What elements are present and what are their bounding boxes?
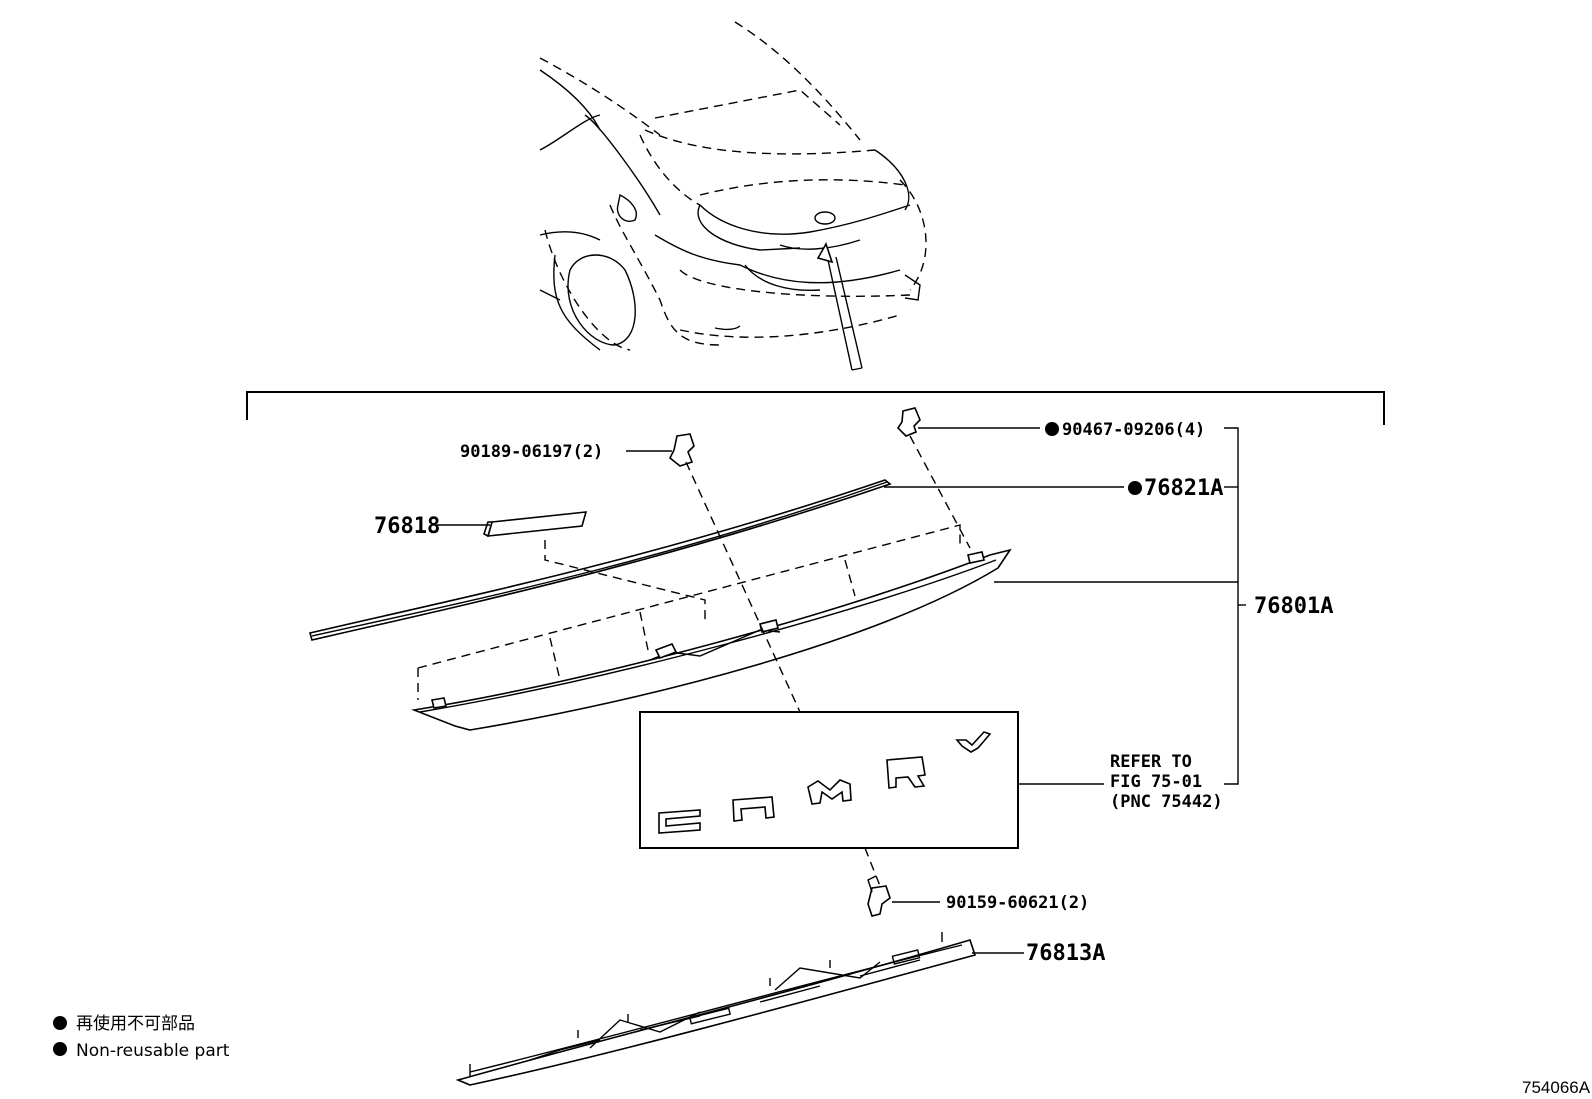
label-90467: 90467-09206(4) — [1062, 420, 1205, 440]
garnish-76801A — [410, 548, 1012, 731]
non-reusable-marker — [1045, 422, 1059, 436]
base-76813A — [455, 932, 977, 1086]
assembly-lines — [417, 435, 971, 887]
screw-90159 — [867, 875, 891, 917]
pad-76818 — [483, 511, 588, 538]
label-76813A: 76813A — [1026, 941, 1105, 966]
label-76801A: 76801A — [1254, 594, 1333, 619]
label-90159: 90159-60621(2) — [946, 893, 1089, 913]
emblem-box — [639, 711, 1019, 849]
legend-japanese: 再使用不可部品 — [76, 1013, 195, 1034]
label-76818: 76818 — [374, 514, 440, 539]
diagram-code: 754066A — [1522, 1078, 1591, 1097]
leader-lines — [436, 427, 1246, 954]
reference-line-3: (PNC 75442) — [1110, 792, 1223, 812]
legend-marker-jp — [53, 1016, 67, 1030]
assembly-bracket — [246, 391, 1385, 425]
label-76821A: 76821A — [1144, 476, 1223, 501]
label-90189: 90189-06197(2) — [460, 442, 603, 462]
legend-english: Non-reusable part — [76, 1041, 230, 1061]
legend-marker-en — [53, 1042, 67, 1056]
reference-line-1: REFER TO — [1110, 752, 1192, 772]
car-rear-illustration — [539, 21, 927, 371]
reference-line-2: FIG 75-01 — [1110, 772, 1202, 792]
weatherstrip-76821A — [309, 479, 892, 641]
clip-90467 — [896, 407, 921, 437]
clip-90189 — [668, 433, 695, 467]
non-reusable-marker — [1128, 481, 1142, 495]
